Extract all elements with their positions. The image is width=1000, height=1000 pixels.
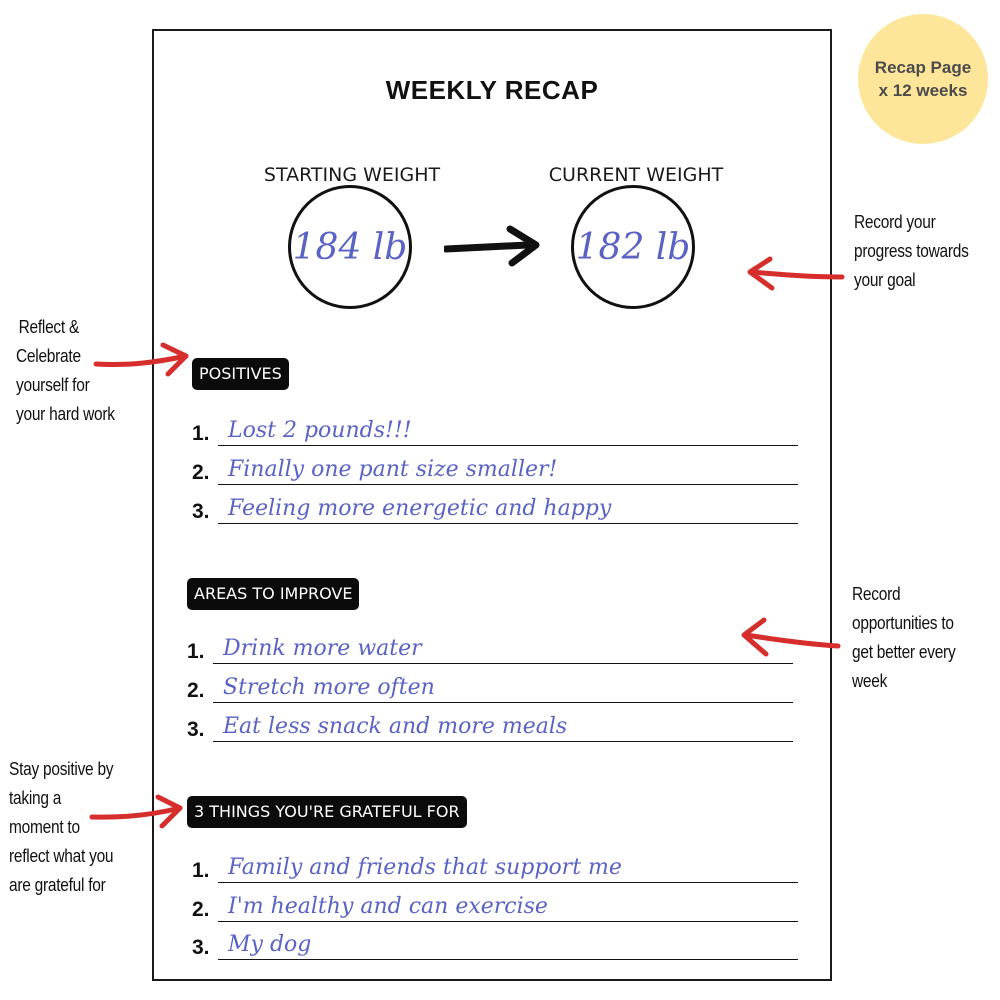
note-line: Record [852, 584, 901, 604]
note-line: are grateful for [9, 875, 106, 895]
improve-item-2[interactable]: 2. Stretch more often [187, 673, 793, 703]
recap-badge: Recap Page x 12 weeks [858, 14, 988, 144]
note-line: Celebrate [16, 346, 81, 366]
item-number: 2. [187, 679, 205, 702]
item-number: 2. [192, 898, 210, 921]
note-line: progress towards [854, 241, 969, 261]
positives-heading: POSITIVES [192, 358, 289, 390]
note-reflect-celebrate: Reflect & Celebrate yourself for your ha… [16, 313, 115, 429]
grateful-heading: 3 THINGS YOU'RE GRATEFUL FOR [187, 796, 467, 828]
improve-text-1: Drink more water [223, 636, 422, 661]
positives-text-1: Lost 2 pounds!!! [228, 418, 412, 443]
write-line [218, 523, 798, 524]
grateful-item-3[interactable]: 3. My dog [192, 930, 798, 960]
current-weight-label: CURRENT WEIGHT [548, 164, 724, 186]
item-number: 3. [187, 718, 205, 741]
starting-weight-value: 184 lb [292, 226, 408, 268]
write-line [218, 882, 798, 883]
note-line: reflect what you [9, 846, 114, 866]
item-number: 3. [192, 936, 210, 959]
grateful-item-2[interactable]: 2. I'm healthy and can exercise [192, 892, 798, 922]
item-number: 1. [192, 422, 210, 445]
positives-item-1[interactable]: 1. Lost 2 pounds!!! [192, 416, 798, 446]
note-line: taking a [9, 788, 62, 808]
write-line [213, 702, 793, 703]
positives-item-3[interactable]: 3. Feeling more energetic and happy [192, 494, 798, 524]
arrow-to-areas-to-improve-icon [741, 617, 841, 657]
note-stay-positive: Stay positive by taking a moment to refl… [9, 755, 114, 900]
write-line [218, 921, 798, 922]
item-number: 3. [192, 500, 210, 523]
starting-weight-label: STARTING WEIGHT [263, 164, 441, 186]
note-line: your hard work [16, 404, 115, 424]
note-record-progress: Record your progress towards your goal [854, 208, 969, 295]
item-number: 1. [187, 640, 205, 663]
current-weight-value: 182 lb [575, 226, 691, 268]
improve-text-2: Stretch more often [223, 675, 435, 700]
areas-to-improve-heading: AREAS TO IMPROVE [187, 578, 360, 610]
grateful-text-2: I'm healthy and can exercise [228, 894, 548, 919]
item-number: 1. [192, 859, 210, 882]
note-line: Reflect & [18, 317, 80, 337]
note-line: get better every [852, 642, 956, 662]
grateful-item-1[interactable]: 1. Family and friends that support me [192, 853, 798, 883]
badge-line-1: Recap Page [874, 58, 972, 77]
positives-text-3: Feeling more energetic and happy [228, 496, 612, 521]
improve-item-3[interactable]: 3. Eat less snack and more meals [187, 712, 793, 742]
arrow-to-grateful-icon [89, 794, 183, 829]
arrow-to-current-weight-icon [747, 256, 845, 291]
note-line: Stay positive by [9, 759, 114, 779]
grateful-text-3: My dog [228, 932, 312, 957]
positives-item-2[interactable]: 2. Finally one pant size smaller! [192, 455, 798, 485]
write-line [213, 741, 793, 742]
grateful-text-1: Family and friends that support me [228, 855, 622, 880]
note-line: Record your [854, 212, 936, 232]
note-line: your goal [854, 270, 916, 290]
item-number: 2. [192, 461, 210, 484]
starting-weight-circle: 184 lb [288, 185, 412, 309]
current-weight-circle: 182 lb [571, 185, 695, 309]
note-line: opportunities to [852, 613, 954, 633]
note-line: moment to [9, 817, 80, 837]
write-line [213, 663, 793, 664]
note-line: week [852, 671, 888, 691]
write-line [218, 959, 798, 960]
badge-line-2: x 12 weeks [878, 81, 968, 100]
progress-arrow-icon [444, 225, 540, 267]
write-line [218, 484, 798, 485]
recap-worksheet: WEEKLY RECAP STARTING WEIGHT CURRENT WEI… [152, 29, 832, 981]
positives-text-2: Finally one pant size smaller! [228, 457, 558, 482]
write-line [218, 445, 798, 446]
page-title: WEEKLY RECAP [385, 75, 599, 105]
note-record-opportunities: Record opportunities to get better every… [852, 580, 956, 696]
improve-item-1[interactable]: 1. Drink more water [187, 634, 793, 664]
note-line: yourself for [16, 375, 90, 395]
arrow-to-positives-icon [93, 342, 189, 377]
improve-text-3: Eat less snack and more meals [223, 714, 568, 739]
